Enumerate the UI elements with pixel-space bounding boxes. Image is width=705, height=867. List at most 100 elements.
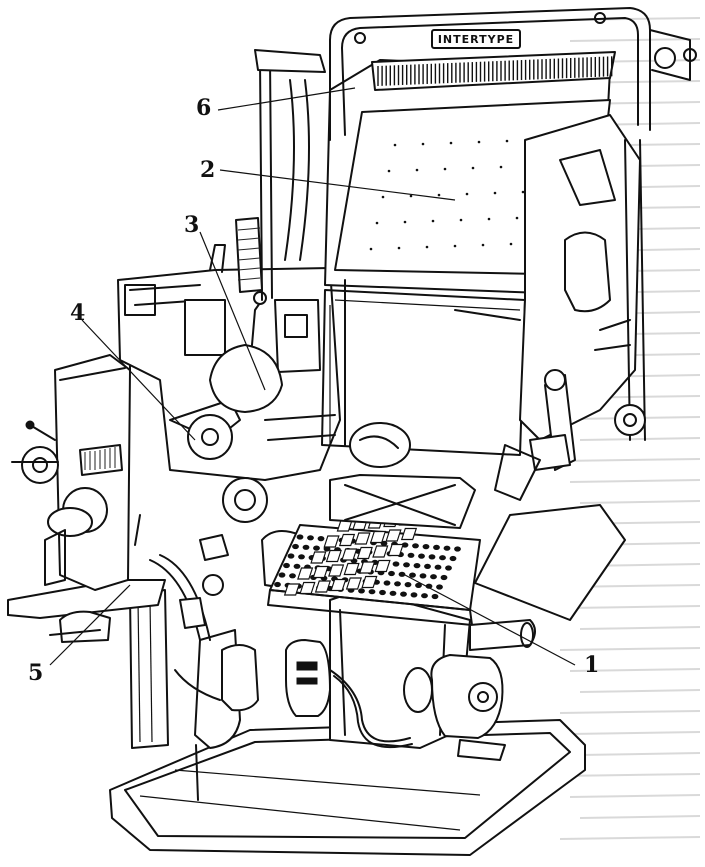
keyboard-key [431, 593, 439, 600]
tray-cell [341, 548, 358, 561]
leader-line-2 [219, 169, 456, 201]
magazine-channel-dot [381, 195, 385, 199]
work-lamp [209, 291, 283, 413]
callout-6: 6 [196, 95, 211, 121]
magazine-channel-dot [443, 167, 447, 171]
leader-line-4 [81, 319, 196, 441]
keyboard-key [404, 582, 412, 588]
tray-cell [343, 562, 360, 576]
keyboard-key [383, 580, 391, 586]
tray-cell [387, 543, 404, 557]
keyboard-key [425, 583, 433, 589]
assembler-elevator [329, 474, 536, 651]
bleed-through-line [569, 605, 701, 609]
pi-stacker-tray [283, 504, 626, 621]
keyboard-key [317, 536, 325, 542]
keyboard-key [398, 571, 406, 577]
tray-cell [283, 583, 301, 596]
keyboard-key [379, 589, 386, 596]
leader-line-5 [49, 584, 131, 666]
keyboard-key [401, 542, 409, 548]
bleed-through-line [579, 626, 701, 630]
keyboard-key [389, 590, 397, 596]
keyboard-key [422, 544, 430, 550]
keyboard-key [419, 573, 427, 579]
leader-line-6 [217, 87, 356, 111]
keyboard-key [289, 573, 296, 579]
magazine-channel-dot [397, 246, 401, 250]
bleed-through-line [559, 710, 701, 714]
magazine-channel-dot [453, 244, 457, 248]
bleed-through-line [569, 668, 701, 672]
keyboard-key [307, 535, 314, 541]
tray-cell [330, 578, 347, 592]
upper-left-linkage [209, 49, 326, 301]
magazine-channel-dot [515, 216, 519, 220]
tray-cell [400, 527, 418, 541]
bleed-through-line [559, 773, 701, 777]
keyboard-key [283, 562, 290, 569]
magazine-channel-dot [393, 143, 397, 147]
tray-cell [361, 575, 378, 589]
magazine-channel-dot [499, 165, 503, 169]
tray-cell [372, 545, 389, 558]
magazine-channel-dot [437, 193, 441, 197]
callout-leaders [49, 87, 576, 666]
callout-5: 5 [28, 660, 43, 686]
magazine-channel-dot [425, 245, 429, 249]
keyboard-key [445, 565, 452, 571]
magazine-channel-dot [481, 243, 485, 247]
keyboard-key [418, 553, 425, 559]
magazine-channel-dot [375, 221, 379, 225]
magazine-channel-dot [415, 168, 419, 172]
bleed-through-line [559, 458, 701, 462]
tray-cell [323, 535, 340, 548]
keyboard-key [394, 581, 401, 587]
bleed-through-line [579, 437, 701, 441]
tray-cell [356, 546, 373, 560]
leader-line-1 [404, 574, 576, 666]
magazine-channel-dot [403, 220, 407, 224]
bleed-through-line [569, 731, 701, 735]
leader-line-3 [199, 231, 266, 391]
tray-cell [359, 561, 376, 574]
keyboard-key [436, 584, 443, 590]
bleed-through-line [569, 479, 701, 483]
keyboard-key [392, 561, 400, 567]
tray-cell [385, 529, 402, 542]
magazine-channel-dot [465, 192, 469, 196]
keyboard-key [415, 582, 422, 589]
bleed-through-line [579, 689, 701, 693]
bleed-through-line [579, 752, 701, 756]
switch-box [285, 639, 413, 749]
keyboard-key [278, 572, 286, 578]
keyboard-key [428, 554, 436, 560]
tray-cell [345, 577, 362, 590]
keyboard-key [298, 554, 305, 560]
keyboard-key [449, 555, 457, 562]
keyboard-key [421, 593, 428, 599]
keyboard-key [413, 563, 421, 569]
bleed-through-line [579, 500, 701, 504]
magazine-channel-dot [493, 191, 497, 195]
tray-cell [312, 565, 329, 579]
keyboard-key [302, 544, 310, 550]
front-levers [134, 514, 229, 701]
keyboard-key [424, 563, 431, 570]
keyboard-key [358, 588, 365, 594]
nameplate-label: INTERTYPE [438, 33, 514, 46]
magazine-channel-dot [369, 247, 373, 251]
keyboard-key [412, 543, 419, 549]
magazine-channel-dot [459, 218, 463, 222]
magazine-channel-dot [505, 139, 509, 143]
keyboard-key [296, 534, 304, 540]
tray-cell [314, 580, 332, 593]
bleed-through-line [559, 647, 701, 651]
tray-cell [297, 567, 314, 580]
tray-cell [374, 559, 391, 573]
keyboard-key [313, 545, 320, 551]
tray-cell [338, 533, 356, 547]
keyboard-key [287, 553, 295, 559]
keyboard-key [293, 563, 301, 569]
bleed-through-line [569, 794, 701, 798]
